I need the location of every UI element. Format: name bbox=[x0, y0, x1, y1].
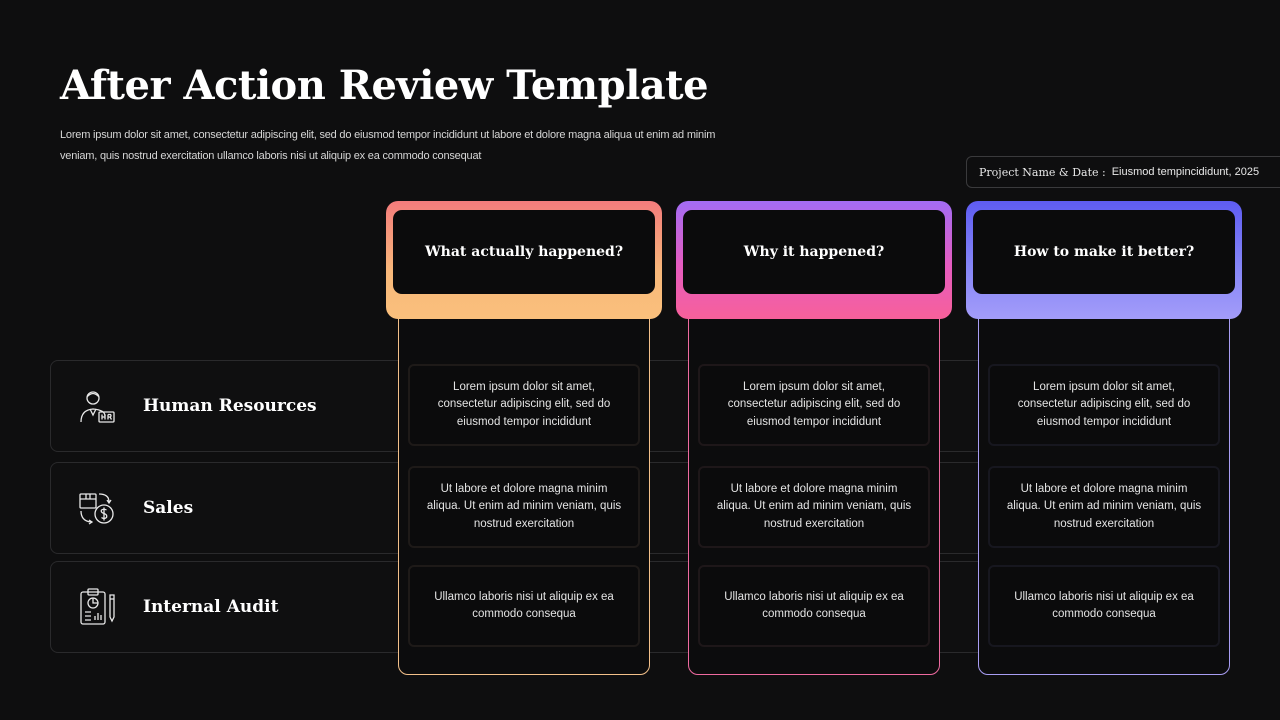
cell-sales: Ut labore et dolore magna minim aliqua. … bbox=[988, 466, 1220, 548]
project-name-date-box: Project Name & Date : Eiusmod tempincidi… bbox=[966, 156, 1280, 188]
sales-box-dollar-icon bbox=[79, 493, 114, 525]
row-label: Human Resources bbox=[143, 396, 317, 416]
column-header-text: How to make it better? bbox=[1013, 244, 1195, 260]
cell-internal-audit: Ullamco laboris nisi ut aliquip ex ea co… bbox=[408, 565, 640, 647]
cell-internal-audit: Ullamco laboris nisi ut aliquip ex ea co… bbox=[698, 565, 930, 647]
column-header-text: Why it happened? bbox=[743, 244, 885, 260]
row-label: Sales bbox=[143, 498, 194, 518]
column-header: What actually happened? bbox=[386, 201, 662, 319]
cell-human-resources: Lorem ipsum dolor sit amet, consectetur … bbox=[988, 364, 1220, 446]
hr-person-icon bbox=[80, 391, 115, 423]
cell-sales: Ut labore et dolore magna minim aliqua. … bbox=[698, 466, 930, 548]
project-value: Eiusmod tempincididunt, 2025 bbox=[1111, 166, 1260, 178]
column-header: How to make it better? bbox=[966, 201, 1242, 319]
audit-clipboard-icon bbox=[80, 588, 115, 625]
column-header-text: What actually happened? bbox=[424, 244, 624, 260]
cell-internal-audit: Ullamco laboris nisi ut aliquip ex ea co… bbox=[988, 565, 1220, 647]
row-label: Internal Audit bbox=[143, 597, 279, 617]
column-header: Why it happened? bbox=[676, 201, 952, 319]
cell-human-resources: Lorem ipsum dolor sit amet, consectetur … bbox=[408, 364, 640, 446]
slide-title: After Action Review Template bbox=[60, 62, 709, 109]
project-label: Project Name & Date : bbox=[979, 165, 1106, 179]
cell-sales: Ut labore et dolore magna minim aliqua. … bbox=[408, 466, 640, 548]
cell-human-resources: Lorem ipsum dolor sit amet, consectetur … bbox=[698, 364, 930, 446]
slide-subtitle: Lorem ipsum dolor sit amet, consectetur … bbox=[60, 129, 716, 162]
